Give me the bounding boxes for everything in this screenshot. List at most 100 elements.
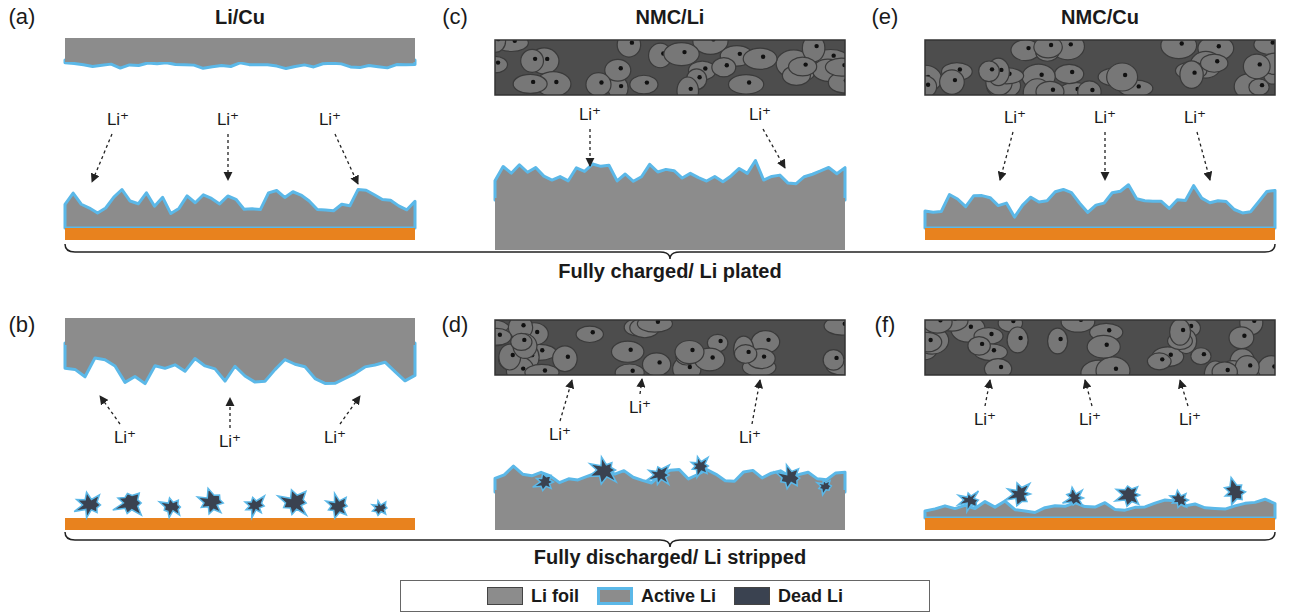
carbon-dot — [1258, 62, 1262, 66]
carbon-dot — [645, 80, 649, 84]
nmc-particle — [664, 43, 699, 66]
dead-li — [74, 492, 100, 518]
nmc-particle — [1258, 356, 1275, 375]
nmc-particle — [729, 75, 764, 94]
nmc-particle — [1235, 356, 1259, 375]
nmc-particle — [789, 57, 817, 76]
ion-label: Li⁺ — [739, 428, 761, 448]
dead-li — [646, 465, 669, 485]
carbon-dot — [999, 365, 1003, 369]
carbon-dot — [496, 60, 500, 64]
ion-arrow — [1085, 380, 1092, 406]
carbon-dot — [761, 55, 765, 59]
nmc-particle — [1034, 40, 1062, 58]
carbon-dot — [1181, 328, 1185, 332]
carbon-dot — [1123, 73, 1127, 77]
ion-label: Li⁺ — [219, 432, 241, 452]
dead-li — [1115, 486, 1140, 506]
dead-li — [245, 496, 264, 518]
legend-item: Dead Li — [734, 586, 843, 607]
carbon-dot — [1217, 44, 1221, 48]
legend-item: Li foil — [487, 586, 579, 607]
nmc-particle — [925, 76, 937, 95]
carbon-dot — [1039, 73, 1043, 77]
carbon-dot — [521, 323, 525, 327]
dead-li — [278, 490, 307, 515]
li-foil — [65, 318, 415, 345]
carbon-dot — [766, 338, 770, 342]
carbon-dot — [545, 57, 549, 61]
nmc-particle — [1078, 81, 1101, 95]
nmc-particle — [617, 40, 640, 57]
carbon-dot — [1070, 70, 1074, 74]
dead-li — [159, 498, 180, 518]
carbon-dot — [1226, 368, 1230, 372]
carbon-dot — [703, 66, 707, 70]
carbon-dot — [619, 84, 623, 88]
ion-label: Li⁺ — [1094, 108, 1116, 128]
carbon-dot — [928, 338, 932, 342]
panel-letter: (b) — [9, 312, 36, 337]
nmc-particle — [823, 350, 844, 371]
nmc-particle — [513, 74, 547, 93]
nmc-particle — [576, 326, 603, 342]
nmc-particle — [586, 73, 611, 95]
nmc-particle — [1201, 54, 1228, 72]
dead-li — [533, 473, 554, 490]
nmc-particle — [525, 364, 559, 375]
panel-letter: (a) — [9, 4, 36, 29]
carbon-dot — [990, 67, 994, 71]
dead-li — [197, 488, 223, 514]
carbon-dot — [1026, 46, 1030, 50]
nmc-particle — [675, 341, 704, 364]
legend: Li foil Active Li Dead Li — [400, 580, 930, 612]
nmc-particle — [925, 320, 952, 333]
ion-arrow — [1197, 132, 1210, 180]
ion-arrow — [227, 134, 228, 180]
ion-arrow — [560, 380, 572, 421]
ion-arrow — [640, 379, 642, 394]
nmc-particle — [940, 70, 965, 94]
carbon-dot — [738, 52, 742, 56]
ion-label: Li⁺ — [107, 110, 129, 130]
carbon-dot — [1202, 352, 1206, 356]
carbon-dot — [522, 338, 526, 342]
brace — [65, 244, 1275, 259]
nmc-particle — [615, 364, 644, 375]
active-li — [65, 343, 415, 384]
carbon-dot — [511, 353, 515, 357]
carbon-dot — [540, 348, 544, 352]
nmc-particle — [521, 49, 544, 72]
carbon-dot — [1018, 336, 1022, 340]
carbon-dot — [1248, 363, 1252, 367]
carbon-dot — [533, 57, 537, 61]
legend-swatch — [734, 587, 770, 605]
nmc-particle — [1147, 353, 1171, 370]
nmc-particle — [637, 320, 672, 332]
dead-li — [372, 501, 387, 516]
carbon-dot — [725, 63, 729, 67]
ion-label: Li⁺ — [114, 428, 136, 448]
dead-li — [1170, 490, 1189, 507]
nmc-particle — [1048, 328, 1068, 354]
carbon-dot — [803, 62, 807, 66]
heading: Fully charged/ Li plated — [558, 260, 781, 283]
carbon-dot — [992, 348, 996, 352]
carbon-dot — [1107, 328, 1111, 332]
carbon-dot — [599, 80, 603, 84]
nmc-particle — [1087, 335, 1120, 358]
ion-arrow — [752, 380, 760, 424]
carbon-dot — [689, 87, 693, 91]
carbon-dot — [535, 330, 539, 334]
legend-item: Active Li — [597, 586, 716, 607]
ion-label: Li⁺ — [319, 110, 341, 130]
carbon-dot — [980, 342, 984, 346]
ion-label: Li⁺ — [1184, 108, 1206, 128]
carbon-dot — [554, 80, 558, 84]
dead-li — [1062, 487, 1083, 507]
panel-letter: (c) — [442, 4, 468, 29]
carbon-dot — [1105, 343, 1109, 347]
ion-arrow — [763, 129, 785, 168]
ion-arrow — [229, 398, 230, 428]
